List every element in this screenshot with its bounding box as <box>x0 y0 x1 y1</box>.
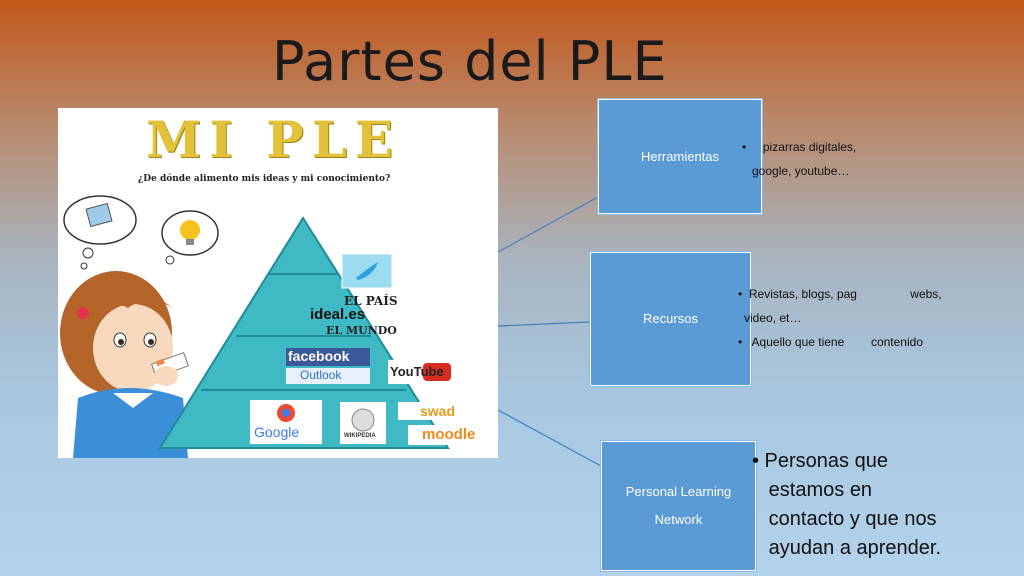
moodle-label: moodle <box>422 426 476 443</box>
node-personal-learning-network: Personal Learning Network <box>601 441 756 571</box>
moodle-icon <box>408 425 490 445</box>
recursos-bullets: • Revistas, blogs, pag webs, video, et… … <box>738 282 942 354</box>
idealess-label: ideal.es <box>310 306 366 323</box>
youtube-label: YouTube <box>390 364 444 379</box>
node-herramientas-label: Herramientas <box>640 148 720 164</box>
recursos-bullet-1: • Revistas, blogs, pag webs, <box>738 287 942 301</box>
herramientas-bullet-1: • pizarras digitales, <box>742 140 857 154</box>
swad-icon <box>398 402 480 420</box>
connector-recursos <box>497 321 591 327</box>
node-recursos-label: Recursos <box>643 311 698 326</box>
facebook-label: facebook <box>288 348 350 364</box>
mi-ple-image: MI PLE ¿De dónde alimento mis ideas y mi… <box>58 108 498 458</box>
facebook-icon <box>286 348 370 366</box>
recursos-bullet-2: • Aquello que tiene contenido <box>738 335 923 349</box>
elpais-label: EL PAÍS <box>344 294 398 308</box>
herramientas-bullets: • pizarras digitales, google, youtube… <box>742 135 856 183</box>
girl-illustration <box>60 195 219 458</box>
pln-bullets: • Personas que estamos en contacto y que… <box>752 447 941 563</box>
pln-bullet-line-1: • Personas que <box>752 450 888 472</box>
elmundo-label: EL MUNDO <box>326 324 397 337</box>
pyramid <box>158 216 490 449</box>
outlook-label: Outlook <box>300 368 342 382</box>
recursos-bullet-1-cont: video, et… <box>744 311 802 325</box>
connector-herramientas <box>497 196 599 253</box>
node-pln-label-line-1: Personal Learning <box>625 484 732 499</box>
node-pln-label-line-2: Network <box>654 512 703 527</box>
herramientas-bullet-2: google, youtube… <box>742 164 850 178</box>
mi-ple-subtitle: ¿De dónde alimento mis ideas y mi conoci… <box>138 174 391 184</box>
mi-ple-title: MI PLE <box>146 110 402 169</box>
connector-personal-learning-network <box>497 409 602 467</box>
pln-bullet-line-4: ayudan a aprender. <box>752 537 942 559</box>
pln-bullet-line-2: estamos en <box>752 479 873 501</box>
swad-label: swad <box>420 403 456 419</box>
pln-bullet-line-3: contacto y que nos <box>752 508 937 530</box>
google-label: Google <box>254 424 300 440</box>
node-herramientas: Herramientas <box>598 99 762 214</box>
slide-title: Partes del PLE <box>272 30 668 93</box>
node-recursos: Recursos <box>590 252 751 386</box>
wikipedia-label: WIKIPEDIA <box>344 433 376 439</box>
